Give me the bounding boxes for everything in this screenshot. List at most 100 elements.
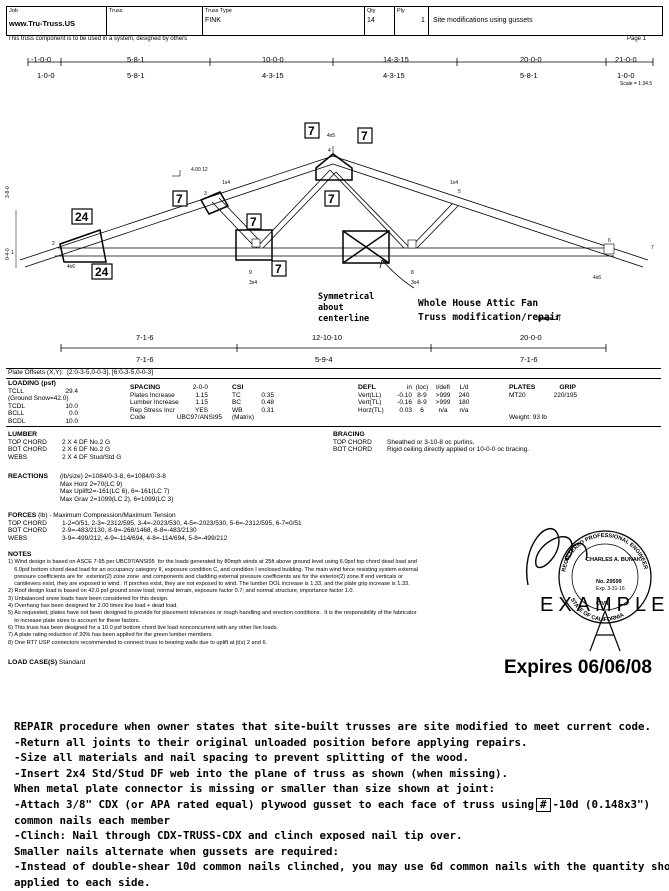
- repair-line: -Return all joints to their original unl…: [14, 735, 528, 749]
- gusset-line: -Attach 3/8" CDX (or APA rated equal) pl…: [14, 797, 659, 813]
- forces-label: BOT CHORD: [8, 527, 47, 535]
- repair-line: -Insert 2x4 Std/Stud DF web into the pla…: [14, 766, 509, 780]
- csi-matrix: (Matrix): [232, 414, 255, 422]
- bracing-value: Rigid ceiling directly applied or 10-0-0…: [387, 446, 529, 454]
- symmetry-line-2: about: [318, 303, 344, 313]
- forces-value: 3-9=-499/212, 4-9=-114/694, 4-8=-114/694…: [62, 534, 228, 542]
- reactions-line: Max Uplift2=-161(LC 6), 6=-161(LC 7): [60, 488, 170, 496]
- plate-4x6-right: 4x6: [593, 275, 602, 281]
- defl-col: in: [406, 384, 412, 391]
- plate-4x5: 4x5: [327, 133, 336, 139]
- repair-line: -Size all materials and nail spacing to …: [14, 751, 470, 765]
- dim-top-row2-6: 1-0-0: [617, 71, 635, 80]
- dim-top-4: 14-3-15: [383, 55, 409, 64]
- forces-value: 2-9=-483/2130, 8-9=-268/1468, 6-8=-483/2…: [62, 527, 197, 535]
- csi-label: BC: [232, 399, 242, 407]
- dim-top-2: 5-8-1: [127, 55, 145, 64]
- callout-7-peak-left: 7: [308, 124, 315, 138]
- truss-label: Truss: [109, 8, 123, 14]
- loading-value: 10.0: [65, 417, 78, 425]
- scale-label: Scale = 1:34.5: [620, 81, 653, 87]
- callout-7-peak-right: 7: [361, 129, 368, 143]
- gusset-nail-size: -10d (0.148x3"): [552, 797, 651, 811]
- repair-line: -Clinch: Nail through CDX-TRUSS-CDX and …: [14, 829, 463, 843]
- spacing-label: Lumber Increase: [130, 399, 179, 407]
- callout-24-bottom: 24: [95, 265, 109, 279]
- spacing-val: 1.15: [195, 399, 208, 407]
- pitch-label: 4.00 12: [191, 167, 208, 173]
- top-chord: [19, 155, 649, 268]
- note-line: 5) As requested, plates have not been de…: [8, 610, 417, 617]
- defl-cell: Horz(TL): [358, 406, 384, 414]
- height-label: 3-8-0: [5, 186, 11, 198]
- note-line: 2) Roof design load is based on 42.0 psf…: [8, 588, 355, 595]
- ply-value: 1: [421, 17, 425, 24]
- job-label: Job: [9, 8, 18, 14]
- seal-name: CHARLES A. BUNAK: [586, 557, 641, 563]
- load-case-value: Standard: [58, 659, 86, 666]
- csi-value: 0.31: [261, 406, 274, 414]
- dim-bottom-row2-3: 7-1-6: [520, 355, 538, 364]
- defl-col: (loc): [415, 384, 429, 391]
- defl-cell: 180: [458, 399, 470, 407]
- csi-value: 0.48: [261, 399, 274, 407]
- note-line: 7) A plate rating reduction of 20% has b…: [8, 632, 213, 639]
- truss-type-value: FINK: [205, 17, 221, 24]
- engineer-seal: REGISTERED PROFESSIONAL ENGINEER STATE O…: [526, 528, 664, 652]
- gusset-left-heel: [59, 229, 107, 263]
- nail-count-box: #: [536, 797, 551, 812]
- load-case-title: LOAD CASE(S): [8, 659, 58, 666]
- load-case: LOAD CASE(S) Standard: [8, 659, 85, 667]
- heel-height-label: 0-4-0: [5, 248, 11, 260]
- plate-3x4-left: 3x4: [249, 280, 258, 286]
- gussets: [59, 153, 390, 264]
- defl-cell: 240: [458, 391, 470, 399]
- lumber-title: LUMBER: [8, 431, 38, 438]
- dim-top-6: 21-0-0: [615, 55, 637, 64]
- forces-label: TOP CHORD: [8, 519, 47, 527]
- seal-number: No. 29599: [596, 579, 622, 585]
- defl-cell: 0.03: [399, 406, 412, 414]
- loading-label: (Ground Snow=42.0): [8, 395, 69, 403]
- top-dimension-line: [27, 58, 654, 66]
- dim-bottom-row2-1: 7-1-6: [136, 355, 154, 364]
- bracing-label: BOT CHORD: [333, 446, 372, 454]
- dim-top-3: 10-0-0: [262, 55, 284, 64]
- dim-top-row2-2: 5-8-1: [127, 71, 145, 80]
- job-value: www.Tru-Truss.US: [9, 19, 75, 28]
- defl-cell: >999: [435, 399, 451, 407]
- defl-cell: n/a: [438, 406, 448, 414]
- csi-value: 0.35: [261, 391, 274, 399]
- symmetry-line-3: centerline: [318, 314, 370, 324]
- node-3: 3: [204, 191, 207, 197]
- callout-7-web: 7: [328, 192, 335, 206]
- forces-section: FORCES (lb) - Maximum Compression/Maximu…: [8, 512, 508, 542]
- fan-page-ref: (page 2): [537, 316, 562, 322]
- defl-cell: -0.10: [397, 391, 412, 399]
- desc-cell: Site modifications using gussets: [429, 7, 662, 35]
- spacing-val: 1.15: [195, 391, 208, 399]
- spacing-label: Code: [130, 414, 146, 422]
- dim-bottom-2: 12-10-10: [312, 333, 343, 342]
- gusset-joint-9: [235, 229, 273, 261]
- notes-title: NOTES: [8, 551, 32, 558]
- peak-node-label: 4: [328, 148, 331, 154]
- csi-title: CSI: [232, 384, 244, 391]
- defl-cell: >999: [435, 391, 451, 399]
- repair-procedure: REPAIR procedure when owner states that …: [14, 719, 669, 891]
- spacing-title: SPACING: [130, 384, 161, 391]
- forces-label: WEBS: [8, 534, 28, 542]
- defl-cell: n/a: [459, 406, 469, 414]
- signature-scribble: [526, 528, 588, 586]
- lumber-label: TOP CHORD: [8, 438, 47, 446]
- plate-1x4-right: 1x4: [450, 180, 459, 186]
- bottom-dimension-line: [60, 344, 607, 352]
- dim-top-5: 20-0-0: [520, 55, 542, 64]
- job-cell: Job www.Tru-Truss.US: [7, 7, 107, 35]
